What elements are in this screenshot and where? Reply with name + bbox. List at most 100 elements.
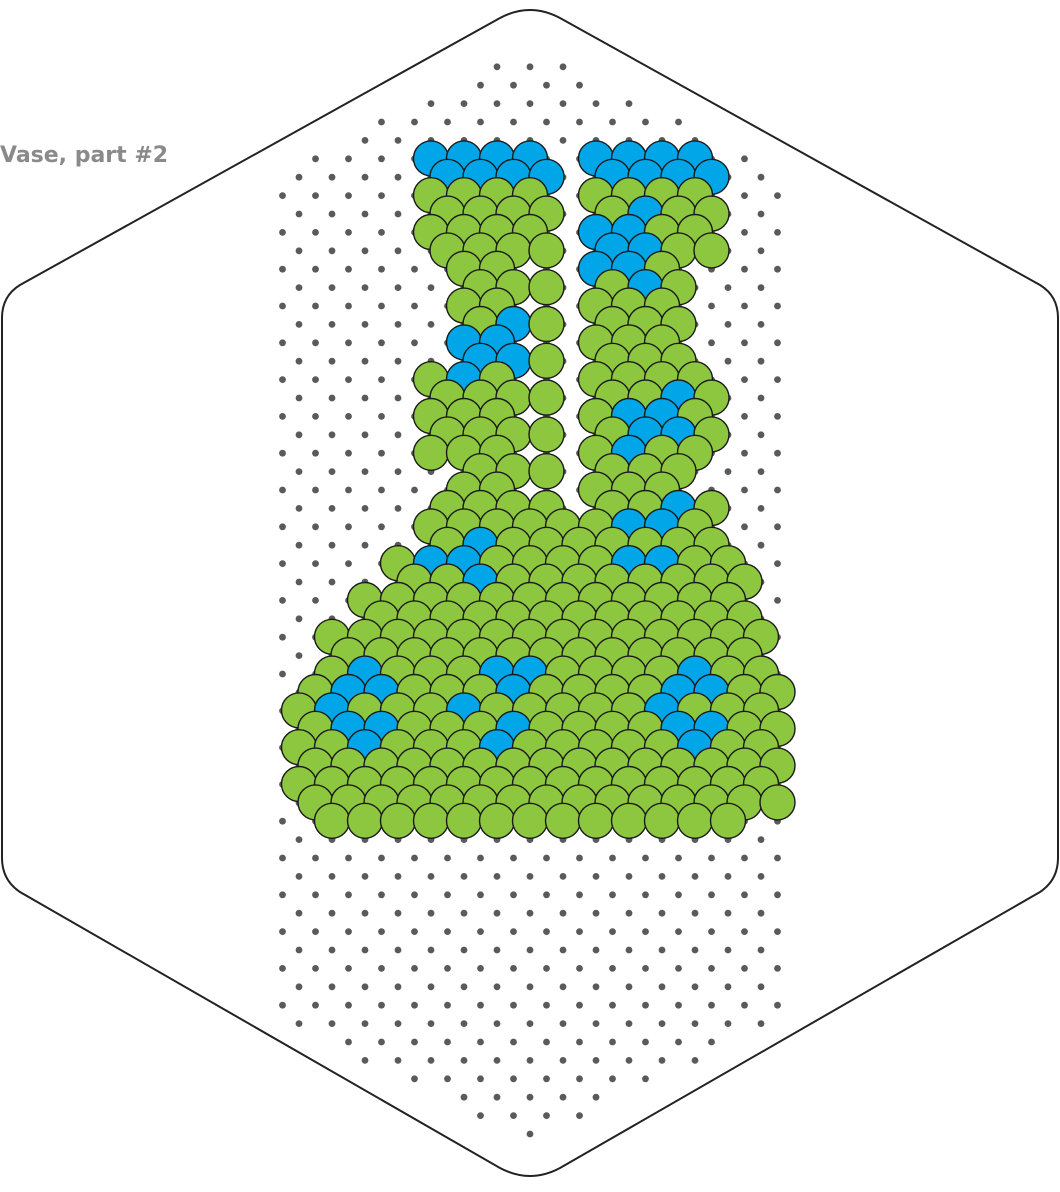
peg-dot <box>725 910 732 917</box>
peg-dot <box>444 119 451 126</box>
peg-dot <box>626 873 633 880</box>
peg-dot <box>642 119 649 126</box>
bead-green <box>529 454 564 489</box>
peg-dot <box>329 395 336 402</box>
peg-dot <box>675 965 682 972</box>
peg-dot <box>461 100 468 107</box>
peg-dot <box>312 487 319 494</box>
peg-dot <box>477 82 484 89</box>
peg-dot <box>461 873 468 880</box>
peg-dot <box>741 487 748 494</box>
peg-dot <box>741 339 748 346</box>
peg-dot <box>444 855 451 862</box>
peg-dot <box>296 174 303 181</box>
peg-dot <box>279 376 286 383</box>
peg-dot <box>741 965 748 972</box>
bead-green <box>694 233 729 268</box>
peg-dot <box>725 321 732 328</box>
peg-dot <box>411 266 418 273</box>
peg-dot <box>362 1057 369 1064</box>
peg-dot <box>312 597 319 604</box>
peg-dot <box>708 891 715 898</box>
peg-dot <box>362 321 369 328</box>
peg-dot <box>626 100 633 107</box>
peg-dot <box>395 505 402 512</box>
bead-green <box>529 233 564 268</box>
peg-dot <box>659 910 666 917</box>
peg-dot <box>329 873 336 880</box>
peg-dot <box>741 1002 748 1009</box>
peg-dot <box>444 965 451 972</box>
peg-dot <box>774 1002 781 1009</box>
peg-dot <box>345 229 352 236</box>
peg-dot <box>741 855 748 862</box>
peg-dot <box>296 1020 303 1027</box>
peg-dot <box>609 928 616 935</box>
peg-dot <box>741 928 748 935</box>
peg-dot <box>758 358 765 365</box>
peg-dot <box>279 523 286 530</box>
peg-dot <box>675 891 682 898</box>
peg-dot <box>725 284 732 291</box>
peg-dot <box>477 1112 484 1119</box>
peg-dot <box>494 873 501 880</box>
peg-dot <box>708 928 715 935</box>
peg-dot <box>708 965 715 972</box>
peg-dot <box>477 1002 484 1009</box>
peg-dot <box>692 1020 699 1027</box>
peg-dot <box>560 1057 567 1064</box>
peg-dot <box>461 1094 468 1101</box>
peg-dot <box>378 413 385 420</box>
peg-dot <box>395 284 402 291</box>
peg-dot <box>642 1075 649 1082</box>
peg-dot <box>543 855 550 862</box>
peg-dot <box>692 873 699 880</box>
peg-dot <box>279 450 286 457</box>
peg-dot <box>642 1039 649 1046</box>
peg-dot <box>329 468 336 475</box>
peg-dot <box>378 1039 385 1046</box>
peg-dot <box>593 910 600 917</box>
peg-dot <box>312 1002 319 1009</box>
peg-dot <box>312 229 319 236</box>
peg-dot <box>758 211 765 218</box>
peg-dot <box>378 339 385 346</box>
peg-dot <box>774 450 781 457</box>
peg-dot <box>296 873 303 880</box>
peg-dot <box>329 505 336 512</box>
peg-dot <box>543 1075 550 1082</box>
peg-dot <box>411 965 418 972</box>
peg-dot <box>642 928 649 935</box>
peg-dot <box>362 431 369 438</box>
peg-dot <box>329 947 336 954</box>
peg-dot <box>609 1075 616 1082</box>
peg-dot <box>345 450 352 457</box>
peg-dot <box>494 1094 501 1101</box>
peg-dot <box>774 597 781 604</box>
peg-dot <box>659 873 666 880</box>
peg-dot <box>576 891 583 898</box>
peg-dot <box>708 1002 715 1009</box>
peg-dot <box>626 983 633 990</box>
peg-dot <box>279 487 286 494</box>
bead-green <box>315 803 350 838</box>
peg-dot <box>774 487 781 494</box>
peg-dot <box>312 891 319 898</box>
peg-dot <box>444 1039 451 1046</box>
peg-dot <box>362 983 369 990</box>
peg-dot <box>774 303 781 310</box>
peg-dot <box>758 1020 765 1027</box>
peg-dot <box>477 855 484 862</box>
peg-dot <box>576 119 583 126</box>
peg-dot <box>296 321 303 328</box>
peg-dot <box>395 211 402 218</box>
peg-dot <box>774 339 781 346</box>
peg-dot <box>477 928 484 935</box>
peg-dot <box>296 983 303 990</box>
peg-dot <box>296 247 303 254</box>
peg-dot <box>576 1039 583 1046</box>
peg-dot <box>312 965 319 972</box>
peg-dot <box>725 1020 732 1027</box>
peg-dot <box>527 983 534 990</box>
peg-dot <box>708 1039 715 1046</box>
